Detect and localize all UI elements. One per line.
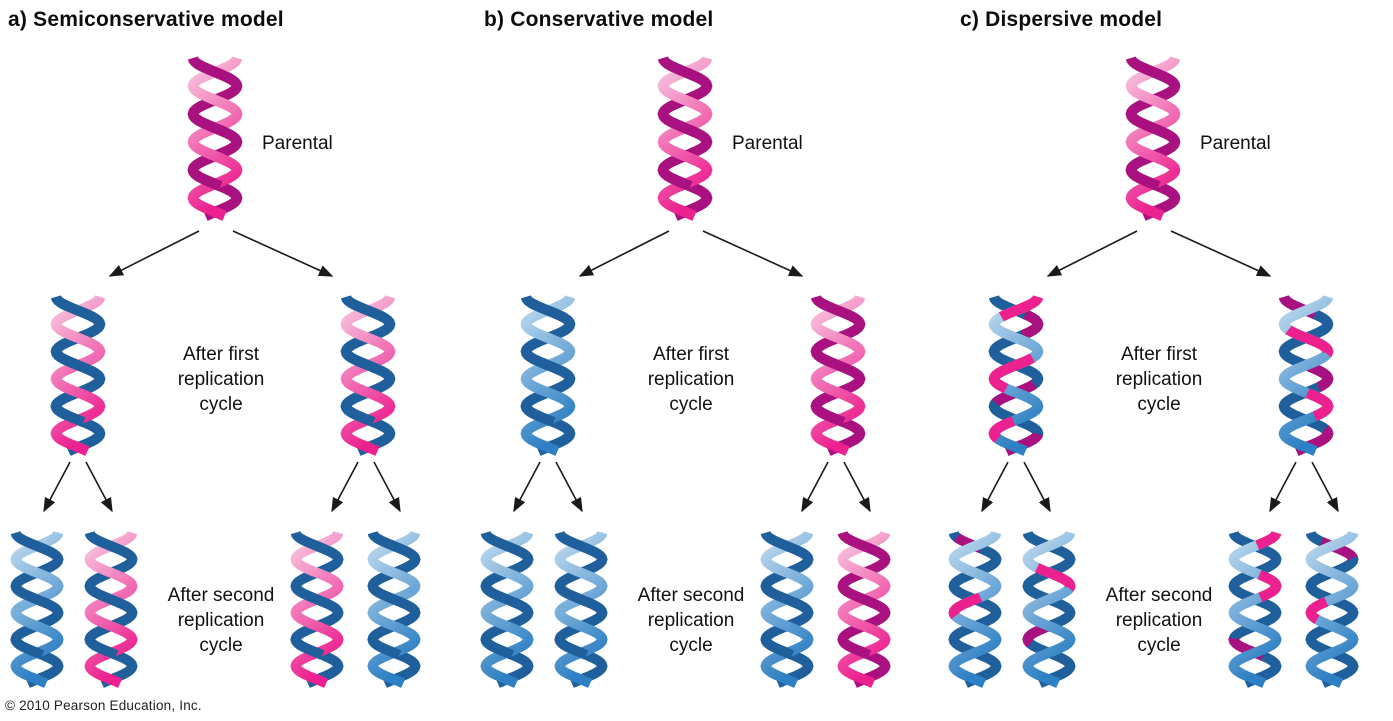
after-second-cycle-label: After second replication cycle: [637, 585, 745, 656]
after-first-cycle-label: After first replication cycle: [647, 344, 735, 415]
second-cycle-helix-2: [550, 527, 612, 689]
replication-split-arrows-icon: [578, 230, 804, 277]
first-cycle-helix-right: [336, 291, 400, 457]
second-split-arrows-right-icon: [331, 461, 401, 513]
second-cycle-helix-4: [1301, 527, 1363, 689]
second-cycle-helix-3: [286, 527, 348, 689]
model-conservative: b) Conservative model Parental After fir…: [470, 0, 925, 721]
second-split-arrows-right-icon: [1269, 461, 1339, 513]
second-cycle-helix-4: [833, 527, 895, 689]
first-cycle-helix-right: [806, 291, 870, 457]
second-cycle-helix-1: [476, 527, 538, 689]
second-cycle-helix-3: [1224, 527, 1286, 689]
after-first-cycle-label: After first replication cycle: [1115, 344, 1203, 415]
second-cycle-helix-1: [944, 527, 1006, 689]
parental-label: Parental: [732, 133, 803, 154]
first-cycle-helix-left: [516, 291, 580, 457]
copyright-notice: © 2010 Pearson Education, Inc.: [5, 698, 202, 713]
parental-dna-helix: [183, 52, 247, 222]
replication-split-arrows-icon: [1046, 230, 1272, 277]
second-split-arrows-left-icon: [981, 461, 1051, 513]
second-cycle-helix-2: [80, 527, 142, 689]
model-semiconservative: a) Semiconservative model Parental After…: [0, 0, 455, 721]
after-first-cycle-label: After first replication cycle: [177, 344, 265, 415]
second-split-arrows-left-icon: [43, 461, 113, 513]
model-c-title: c) Dispersive model: [960, 8, 1163, 31]
second-cycle-helix-3: [756, 527, 818, 689]
first-cycle-helix-left: [984, 291, 1048, 457]
model-dispersive: c) Dispersive model Parental After first…: [938, 0, 1393, 721]
second-split-arrows-right-icon: [801, 461, 871, 513]
second-split-arrows-left-icon: [513, 461, 583, 513]
second-cycle-helix-4: [363, 527, 425, 689]
parental-label: Parental: [262, 133, 333, 154]
second-cycle-helix-1: [6, 527, 68, 689]
replication-split-arrows-icon: [108, 230, 334, 277]
first-cycle-helix-right: [1274, 291, 1338, 457]
after-second-cycle-label: After second replication cycle: [1105, 585, 1213, 656]
model-a-title: a) Semiconservative model: [8, 8, 284, 31]
after-second-cycle-label: After second replication cycle: [167, 585, 275, 656]
parental-dna-helix: [653, 52, 717, 222]
second-cycle-helix-2: [1018, 527, 1080, 689]
model-b-title: b) Conservative model: [484, 8, 714, 31]
parental-label: Parental: [1200, 133, 1271, 154]
first-cycle-helix-left: [46, 291, 110, 457]
parental-dna-helix: [1121, 52, 1185, 222]
